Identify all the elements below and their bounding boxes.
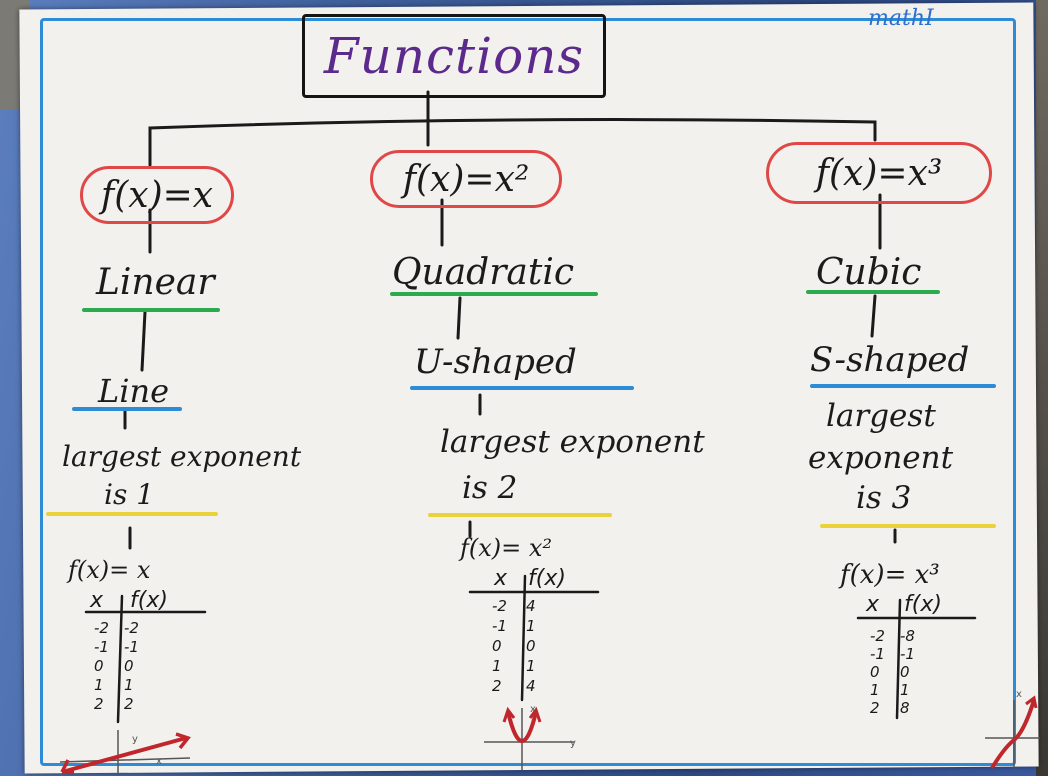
table-cell-x: -2 (94, 619, 109, 637)
exponent-text-quadratic: largest exponent (440, 424, 705, 460)
axis-label-x: x (1016, 689, 1022, 700)
table-cell-fx: -1 (900, 645, 915, 663)
corner-tag: mathI (868, 6, 934, 31)
exponent-is-quadratic: is 2 (462, 470, 518, 506)
table-title-cubic: f(x)= x³ (840, 560, 940, 590)
exponent-underline-quadratic (428, 513, 612, 517)
table3-vline (895, 598, 902, 720)
exponent-underline-linear (46, 512, 218, 516)
function-cloud-cubic: f(x)=x³ (766, 142, 992, 204)
table-cell-fx: 2 (124, 695, 134, 713)
type-underline-cubic (806, 290, 940, 294)
table-title-linear: f(x)= x (68, 556, 151, 584)
table-header-x: x (866, 592, 880, 617)
title-box: Functions (302, 14, 606, 98)
function-linear: f(x)=x (100, 174, 214, 216)
shape-underline-linear (72, 407, 182, 411)
exponent-is-linear: is 1 (104, 478, 155, 511)
type-linear: Linear (96, 262, 215, 303)
table2-vline (520, 574, 527, 702)
table-cell-fx: 4 (526, 597, 536, 615)
table-cell-x: -1 (870, 645, 885, 663)
table-cell-x: 1 (94, 676, 104, 694)
axis-label-x: x (530, 704, 536, 715)
table-cell-fx: 1 (526, 617, 536, 635)
type-underline-linear (82, 308, 220, 312)
graph-quadratic (484, 706, 574, 770)
graph-cubic (985, 695, 1040, 770)
axis-label-y: y (570, 738, 576, 749)
table-cell-x: 2 (492, 677, 502, 695)
table-cell-x: 0 (870, 663, 880, 681)
table-cell-fx: -2 (124, 619, 139, 637)
function-cloud-linear: f(x)=x (80, 166, 234, 224)
exponent-is-cubic: is 3 (856, 480, 912, 516)
shape-cubic: S-shaped (810, 340, 970, 380)
table-cell-fx: -8 (900, 627, 915, 645)
connector-line (140, 310, 147, 372)
table-cell-fx: 1 (526, 657, 536, 675)
shape-quadratic: U-shaped (414, 342, 577, 382)
table-header-x: x (90, 588, 104, 613)
exponent-underline-cubic (820, 524, 996, 528)
axis-label-y: y (132, 734, 138, 745)
table-cell-x: 0 (94, 657, 104, 675)
table-cell-fx: 1 (900, 681, 910, 699)
shape-underline-quadratic (410, 386, 634, 390)
table-cell-fx: 0 (526, 637, 536, 655)
table-header-x: x (494, 566, 508, 591)
graph-linear (59, 730, 191, 776)
table-cell-fx: -1 (124, 638, 139, 656)
table-title-quadratic: f(x)= x² (460, 534, 553, 562)
type-underline-quadratic (390, 292, 598, 296)
exponent-text-cubic-1: largest (826, 398, 936, 434)
table-cell-x: -1 (94, 638, 109, 656)
table-header-fx: f(x) (130, 588, 168, 613)
function-quadratic: f(x)=x² (402, 158, 530, 200)
table-cell-x: -2 (870, 627, 885, 645)
type-quadratic: Quadratic (392, 252, 575, 293)
table-cell-fx: 4 (526, 677, 536, 695)
table-header-fx: f(x) (528, 566, 566, 591)
type-cubic: Cubic (816, 252, 922, 293)
function-cubic: f(x)=x³ (815, 152, 943, 194)
table-header-fx: f(x) (904, 592, 942, 617)
poster-border (40, 18, 1016, 766)
photo-edge (1036, 0, 1048, 776)
exponent-text-cubic-2: exponent (808, 440, 954, 476)
table1-vline (116, 594, 124, 724)
table-cell-fx: 0 (900, 663, 910, 681)
axis-label-x: x (156, 756, 162, 767)
connector-horizontal (148, 118, 877, 167)
table-cell-x: 0 (492, 637, 502, 655)
connector-sshaped (870, 294, 877, 338)
shape-underline-cubic (810, 384, 996, 388)
table-cell-x: -1 (492, 617, 507, 635)
table-cell-x: 2 (94, 695, 104, 713)
table-cell-x: 2 (870, 699, 880, 717)
connector-ushaped (456, 296, 462, 340)
shape-linear: Line (98, 372, 170, 410)
table-cell-x: -2 (492, 597, 507, 615)
table-cell-fx: 8 (900, 699, 910, 717)
function-cloud-quadratic: f(x)=x² (370, 150, 562, 208)
table-cell-x: 1 (870, 681, 880, 699)
page-title: Functions (323, 27, 585, 85)
table-cell-x: 1 (492, 657, 502, 675)
table-cell-fx: 0 (124, 657, 134, 675)
exponent-text-linear: largest exponent (62, 440, 302, 473)
table-cell-fx: 1 (124, 676, 134, 694)
